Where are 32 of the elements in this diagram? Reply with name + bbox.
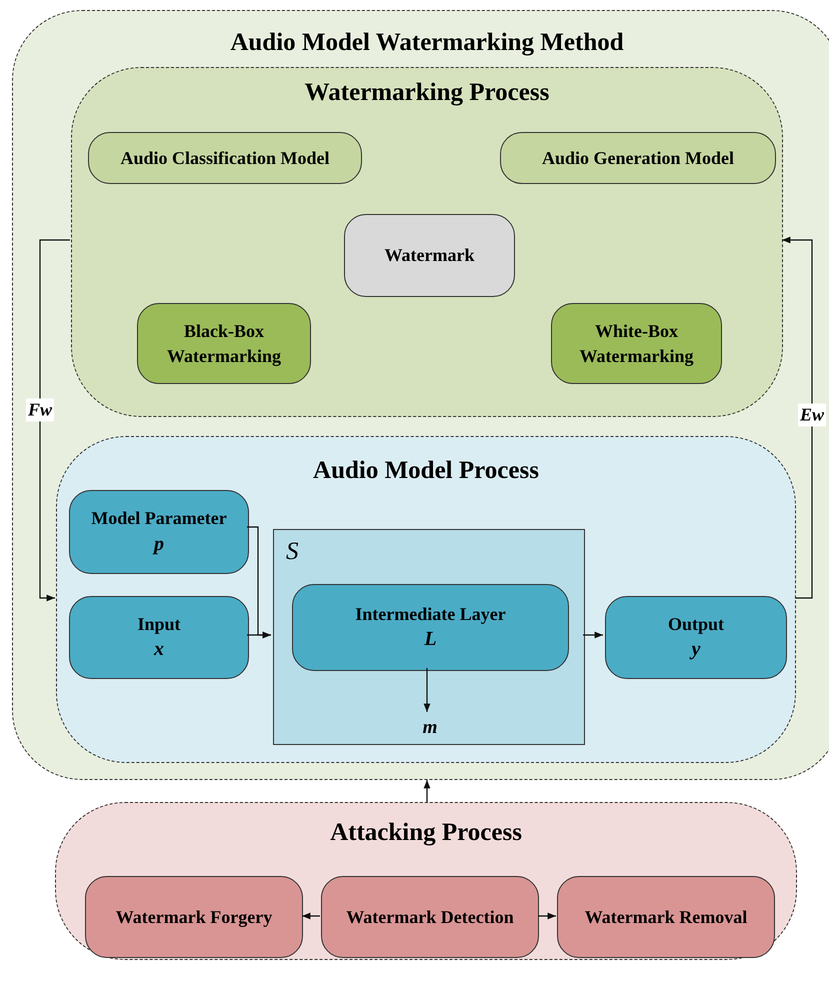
process-box: Intermediate Layer L xyxy=(292,584,569,671)
arrow xyxy=(424,668,430,712)
process-box: Watermark xyxy=(344,214,515,297)
process-panel xyxy=(71,67,783,417)
variable-label: m xyxy=(415,715,445,741)
process-box: Input x xyxy=(69,596,249,679)
panel-title: Attacking Process xyxy=(329,819,523,847)
arrow xyxy=(782,236,813,599)
panel-title: Watermarking Process xyxy=(304,79,550,107)
arrow xyxy=(424,780,430,802)
process-box: White-Box Watermarking xyxy=(551,303,722,384)
panel-title: Audio Model Process xyxy=(312,457,540,485)
process-box: Black-Box Watermarking xyxy=(137,303,311,384)
arrow xyxy=(302,912,320,920)
edge-label: Fw xyxy=(26,398,54,422)
process-box: Model Parameter p xyxy=(69,490,249,574)
module-box xyxy=(273,529,585,745)
process-box: Audio Generation Model xyxy=(500,132,776,184)
process-box: Watermark Forgery xyxy=(85,876,303,958)
process-box: Watermark Detection xyxy=(321,876,539,958)
process-panel xyxy=(12,10,829,780)
arrow xyxy=(39,239,70,602)
arrow xyxy=(583,632,603,638)
process-box: Output y xyxy=(605,596,787,679)
module-symbol: S xyxy=(286,538,298,566)
process-box: Watermark Removal xyxy=(557,876,775,958)
process-box: Audio Classification Model xyxy=(88,132,362,184)
edge-label: Ew xyxy=(798,404,826,426)
process-panel xyxy=(56,436,796,763)
panel-title: Audio Model Watermarking Method xyxy=(229,29,625,57)
arrow xyxy=(538,912,556,920)
arrow xyxy=(247,632,271,638)
